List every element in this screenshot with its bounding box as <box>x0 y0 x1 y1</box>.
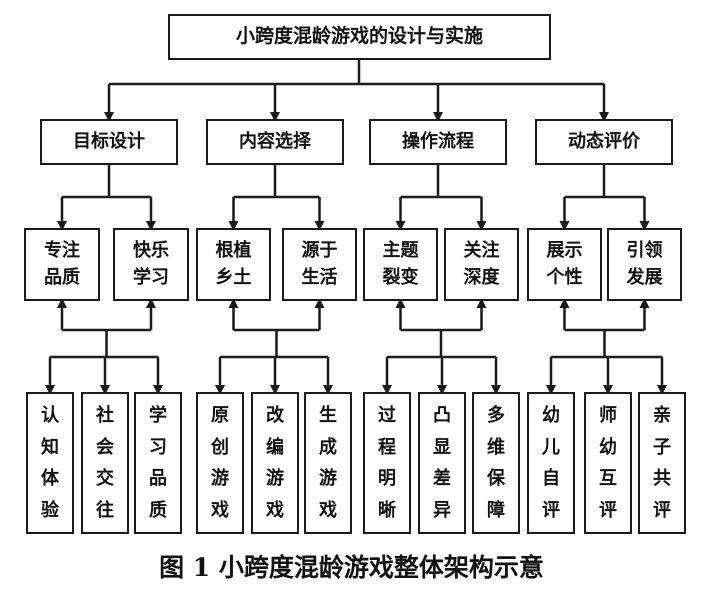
branch-1-child-1-label: 专注品质 <box>44 240 80 288</box>
branch-3-child-2-label: 关注深度 <box>463 240 500 288</box>
figure-caption: 图 1 小跨度混龄游戏整体架构示意 <box>159 553 544 582</box>
branch-4-leaf-1: 幼儿自评 <box>527 392 575 534</box>
branch-1-leaf-1: 认知体验 <box>26 392 74 534</box>
branch-3-leaf-1-label: 过程明晰 <box>377 405 396 521</box>
branch-3-leaf-3-label: 多维保障 <box>486 405 505 521</box>
branch-4-leaf-2: 师幼互评 <box>584 392 632 534</box>
branch-4-leaf-2-label: 师幼互评 <box>598 405 617 521</box>
branch-4-leaf-1-label: 幼儿自评 <box>541 405 560 521</box>
branch-2-leaf-3-label: 生成游戏 <box>318 405 337 521</box>
branch-4-child-2: 引领发展 <box>607 228 682 301</box>
branch-box-3: 操作流程 <box>369 119 507 165</box>
branch-2-child-2-label: 源于生活 <box>301 240 338 288</box>
branch-1-child-2-label: 快乐学习 <box>133 240 169 288</box>
branch-box-1-label: 目标设计 <box>73 130 145 152</box>
branch-3-child-2: 关注深度 <box>444 228 519 301</box>
branch-2-leaf-1-label: 原创游戏 <box>210 405 229 521</box>
branch-3-child-1-label: 主题裂变 <box>382 240 419 288</box>
branch-2-leaf-2: 改编游戏 <box>251 392 299 534</box>
root-title: 小跨度混龄游戏的设计与实施 <box>235 25 483 48</box>
branch-box-4-label: 动态评价 <box>568 130 640 152</box>
branch-3-leaf-1: 过程明晰 <box>363 392 411 534</box>
branch-4-leaf-3: 亲子共评 <box>638 392 686 534</box>
branch-2-child-1: 根植乡土 <box>196 228 271 301</box>
branch-1-leaf-3: 学习品质 <box>134 392 182 534</box>
branch-4-child-1: 展示个性 <box>527 228 602 301</box>
branch-1-child-2: 快乐学习 <box>113 228 189 301</box>
branch-2-leaf-3: 生成游戏 <box>304 392 352 534</box>
branch-1-leaf-2: 社会交往 <box>81 392 129 534</box>
branch-box-2: 内容选择 <box>206 119 344 165</box>
branch-box-2-label: 内容选择 <box>239 130 311 152</box>
branch-2-child-1-label: 根植乡土 <box>215 240 252 288</box>
branch-4-child-2-label: 引领发展 <box>626 240 663 288</box>
branch-2-leaf-2-label: 改编游戏 <box>265 405 284 521</box>
branch-2-leaf-1: 原创游戏 <box>196 392 244 534</box>
branch-box-1: 目标设计 <box>40 119 178 165</box>
branch-1-leaf-1-label: 认知体验 <box>40 405 59 521</box>
branch-box-4: 动态评价 <box>535 119 673 165</box>
branch-box-3-label: 操作流程 <box>402 130 474 152</box>
branch-1-child-1: 专注品质 <box>24 228 100 301</box>
branch-3-child-1: 主题裂变 <box>363 228 438 301</box>
branch-3-leaf-3: 多维保障 <box>472 392 520 534</box>
branch-2-child-2: 源于生活 <box>282 228 357 301</box>
branch-4-leaf-3-label: 亲子共评 <box>652 405 671 521</box>
root-box: 小跨度混龄游戏的设计与实施 <box>168 14 551 60</box>
branch-3-leaf-2-label: 凸显差异 <box>432 405 451 521</box>
branch-1-leaf-3-label: 学习品质 <box>148 405 167 521</box>
branch-1-leaf-2-label: 社会交往 <box>95 405 114 521</box>
branch-3-leaf-2: 凸显差异 <box>418 392 466 534</box>
branch-4-child-1-label: 展示个性 <box>546 240 583 288</box>
